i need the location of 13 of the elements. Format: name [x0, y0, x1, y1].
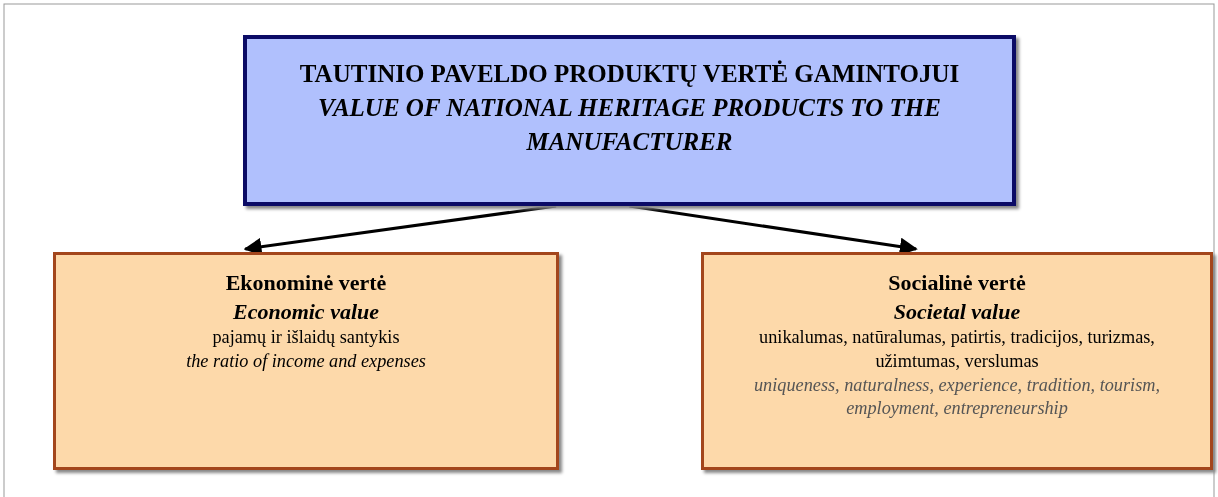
description: unikalumas, natūralumas, patirtis, tradicijos, turizmas, užimtumas, verslumas — [758, 326, 1156, 373]
subheading: Societal value — [893, 297, 1021, 326]
title-translation: VALUE OF NATIONAL HERITAGE PRODUCTS TO THE MANUFACTURER — [317, 92, 942, 157]
translation: uniqueness, naturalness, experience, tradition, tourism, employment, entrepreneurship — [753, 373, 1161, 421]
translation: the ratio of income and expenses — [186, 349, 426, 373]
title-text: TAUTINIO PAVELDO PRODUKTŲ VERTĖ GAMINTOJUI — [299, 59, 960, 89]
description: pajamų ir išlaidų santykis — [212, 326, 400, 350]
heading: Ekonominė vertė — [225, 269, 387, 297]
subheading: Economic value — [232, 297, 379, 326]
heading: Socialinė vertė — [888, 269, 1026, 297]
category-box — [701, 252, 1213, 470]
title-box — [243, 35, 1016, 206]
category-box — [53, 252, 559, 470]
